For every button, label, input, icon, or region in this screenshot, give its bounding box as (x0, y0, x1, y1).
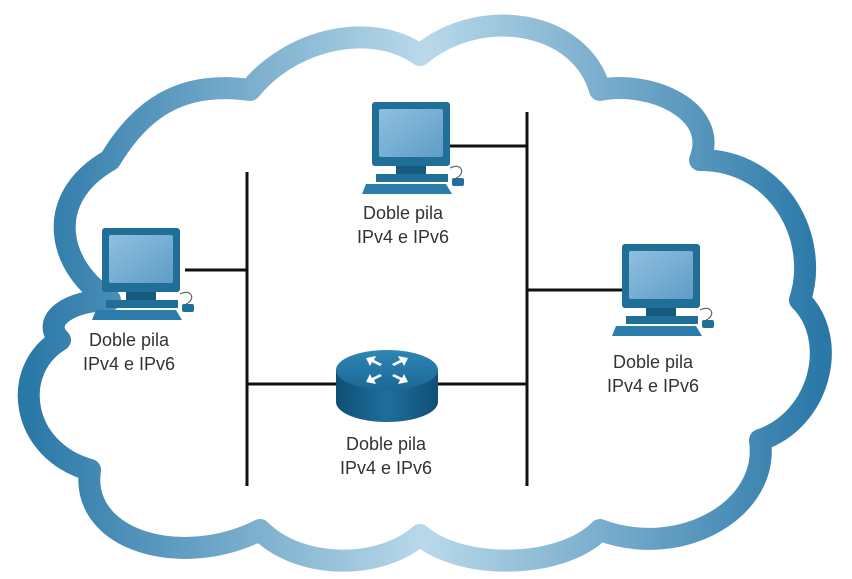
pc-right-label-line1: Doble pila (612, 352, 694, 372)
router-label-line2: IPv4 e IPv6 (339, 458, 433, 478)
pc-top-label-line2: IPv4 e IPv6 (356, 227, 450, 247)
router-icon[interactable] (336, 350, 438, 422)
pc-top-label-line1: Doble pila (362, 203, 444, 223)
pc-left-label: Doble pila IPv4 e IPv6 (29, 328, 229, 376)
router-label-line1: Doble pila (345, 434, 427, 454)
pc-left-label-line2: IPv4 e IPv6 (82, 354, 176, 374)
pc-left-icon[interactable] (92, 228, 194, 320)
pc-left-label-line1: Doble pila (88, 330, 170, 350)
pc-right-icon[interactable] (612, 244, 714, 336)
router-label: Doble pila IPv4 e IPv6 (286, 432, 486, 480)
pc-right-label-line2: IPv4 e IPv6 (606, 376, 700, 396)
network-cables (185, 112, 627, 486)
pc-right-label: Doble pila IPv4 e IPv6 (553, 350, 753, 398)
pc-top-icon[interactable] (362, 102, 464, 194)
cloud-boundary (17, 14, 832, 572)
pc-top-label: Doble pila IPv4 e IPv6 (303, 201, 503, 249)
